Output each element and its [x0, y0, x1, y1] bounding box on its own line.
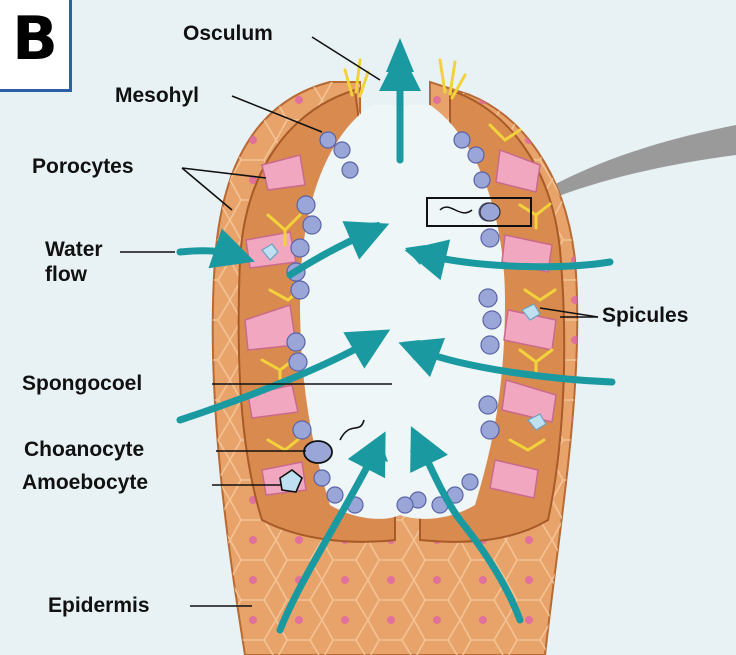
panel-label-box: B: [0, 0, 72, 92]
inset-choanocyte: [480, 203, 500, 221]
choanocyte-highlight: [304, 441, 332, 463]
label-choanocyte: Choanocyte: [24, 438, 144, 462]
label-epidermis: Epidermis: [48, 594, 150, 618]
label-spicules: Spicules: [602, 304, 688, 328]
label-water-flow-line2: flow: [45, 263, 87, 287]
label-spongocoel: Spongocoel: [22, 372, 142, 396]
label-porocytes: Porocytes: [32, 155, 134, 179]
label-amoebocyte: Amoebocyte: [22, 471, 148, 495]
label-mesohyl: Mesohyl: [115, 84, 199, 108]
panel-letter: B: [0, 4, 70, 74]
label-water-flow-line1: Water: [45, 238, 103, 262]
inset-pointer: [548, 125, 736, 200]
label-osculum: Osculum: [183, 22, 273, 46]
